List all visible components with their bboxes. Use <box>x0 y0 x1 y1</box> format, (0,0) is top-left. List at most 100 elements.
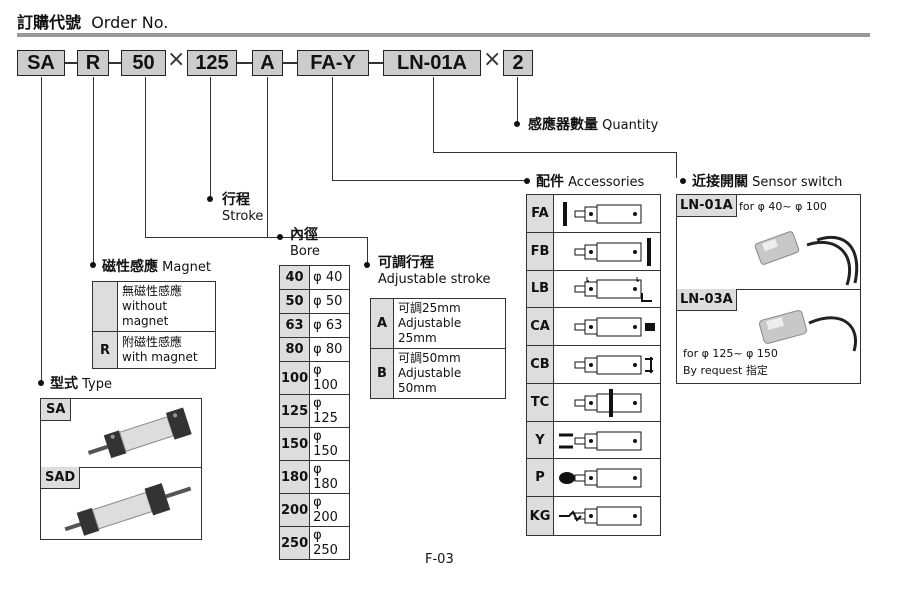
bore-size: φ 200 <box>309 493 350 527</box>
connector-line <box>433 77 434 153</box>
bullet-dot <box>38 380 44 386</box>
quantity-label: 感應器數量 Quantity <box>528 117 659 133</box>
bore-size: φ 40 <box>309 265 350 290</box>
bore-size: φ 100 <box>309 361 350 395</box>
page-title: 訂購代號 Order No. <box>17 13 169 32</box>
connector-line <box>332 180 526 181</box>
code-separator <box>283 62 297 64</box>
bore-size: φ 180 <box>309 460 350 494</box>
cylinder-sa-icon <box>87 407 192 459</box>
code-magnet: R <box>77 50 109 76</box>
accessory-row: P <box>527 459 660 498</box>
single-clevis-icon <box>557 311 657 343</box>
code-accessory: FA-Y <box>297 50 369 76</box>
adjustable-desc-en: Adjustable 25mm <box>398 316 462 345</box>
sensor-desc: for φ 40~ φ 100 <box>739 200 827 213</box>
code-separator <box>65 62 77 64</box>
sensor-code: LN-03A <box>677 289 737 311</box>
accessory-code: P <box>527 459 554 497</box>
connector-line <box>676 152 677 178</box>
double-clevis-icon <box>557 349 657 381</box>
magnet-desc-cn: 附磁性感應 <box>122 335 183 349</box>
bore-size: φ 125 <box>309 394 350 428</box>
sensor-row: LN-01A for φ 40~ φ 100 <box>677 195 860 290</box>
connector-line <box>210 77 211 199</box>
adjustable-code: B <box>370 348 394 399</box>
page-number: F-03 <box>425 552 454 567</box>
bore-size: φ 80 <box>309 337 350 362</box>
magnet-label: 磁性感應 Magnet <box>102 259 211 275</box>
bore-size: φ 50 <box>309 289 350 314</box>
bore-code: 100 <box>278 361 311 395</box>
title-rule <box>17 33 870 37</box>
foot-mount-icon <box>557 273 657 305</box>
connector-line <box>93 77 94 265</box>
accessory-row: CB <box>527 346 660 384</box>
accessory-row: FB <box>527 232 660 271</box>
accessory-code: FB <box>527 232 554 270</box>
code-separator <box>237 62 252 64</box>
magnet-desc-cn: 無磁性感應 <box>122 284 183 298</box>
adjustable-code: A <box>370 298 394 349</box>
bullet-dot <box>514 121 520 127</box>
code-separator <box>109 62 121 64</box>
magnet-code: R <box>92 331 118 369</box>
bore-code: 80 <box>278 337 311 362</box>
accessory-row: CA <box>527 308 660 347</box>
sensor-code: LN-01A <box>677 195 737 217</box>
magnet-desc-en: with magnet <box>122 350 198 364</box>
foot-front-flange-icon <box>557 198 657 230</box>
type-label: 型式 Type <box>50 376 112 392</box>
connector-line <box>267 77 268 237</box>
magnet-desc-en: without magnet <box>122 299 169 328</box>
sensor-desc: for φ 125~ φ 150 <box>683 347 778 360</box>
accessory-row: Y <box>527 421 660 460</box>
bullet-dot <box>90 262 96 268</box>
connector-line <box>367 237 368 265</box>
type-table: SA SAD <box>40 398 202 540</box>
adjustable-desc-en: Adjustable 50mm <box>398 366 462 395</box>
accessory-code: LB <box>527 270 554 308</box>
trunnion-icon <box>557 387 657 419</box>
connector-line <box>145 77 146 237</box>
rear-flange-icon <box>557 236 657 268</box>
times-symbol: × <box>483 47 502 72</box>
code-type: SA <box>17 50 65 76</box>
code-separator <box>369 62 383 64</box>
adjustable-desc-cn: 可調25mm <box>398 301 461 315</box>
sensor-switch-icon <box>754 231 859 286</box>
accessory-code: CA <box>527 308 554 346</box>
accessory-row: TC <box>527 383 660 422</box>
bore-code: 63 <box>278 313 311 338</box>
y-joint-icon <box>557 425 657 457</box>
sensor-switch-icon <box>759 310 857 352</box>
magnet-code <box>92 281 118 332</box>
type-row: SA <box>41 399 201 468</box>
accessory-row: FA <box>527 195 660 233</box>
type-code: SAD <box>41 467 81 489</box>
connector-line <box>41 77 42 382</box>
accessory-row: LB <box>527 270 660 309</box>
connector-line <box>517 77 518 123</box>
bullet-dot <box>277 234 283 240</box>
bullet-dot <box>680 178 686 184</box>
bore-size: φ 150 <box>309 427 350 461</box>
connector-line <box>145 237 280 238</box>
